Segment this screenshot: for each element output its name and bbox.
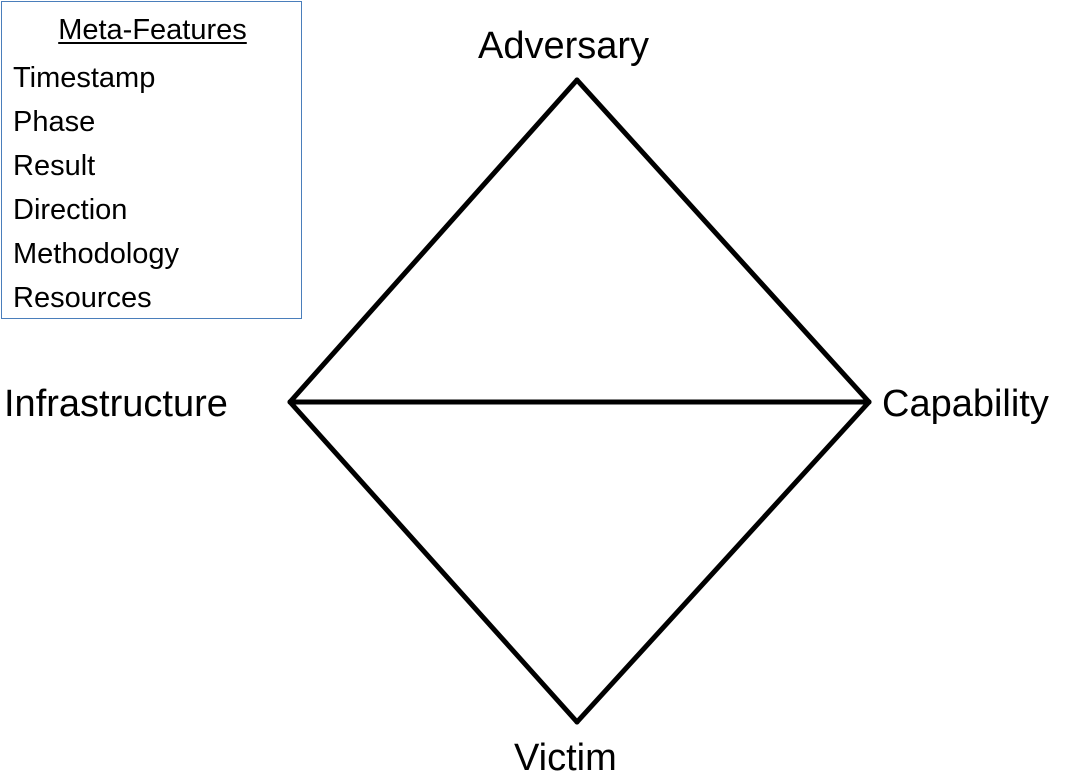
meta-feature-resources: Resources (13, 282, 152, 314)
edge-capability-victim (574, 399, 872, 725)
vertex-label-victim: Victim (514, 737, 617, 779)
vertex-label-capability: Capability (882, 383, 1049, 425)
meta-feature-timestamp: Timestamp (13, 62, 156, 94)
meta-features-list: Timestamp Phase Result Direction Methodo… (13, 56, 179, 320)
meta-feature-result: Result (13, 150, 96, 182)
meta-features-title: Meta-Features (58, 14, 247, 46)
edge-infrastructure-victim (287, 399, 580, 725)
edge-adversary-infrastructure (287, 77, 580, 405)
meta-feature-direction: Direction (13, 194, 128, 226)
vertex-label-infrastructure: Infrastructure (4, 383, 228, 425)
vertex-label-adversary: Adversary (478, 25, 650, 67)
meta-features-box: Meta-Features Timestamp Phase Result Dir… (1, 1, 302, 319)
meta-feature-phase: Phase (13, 106, 96, 138)
meta-feature-methodology: Methodology (13, 238, 180, 270)
edge-adversary-capability (574, 77, 872, 405)
